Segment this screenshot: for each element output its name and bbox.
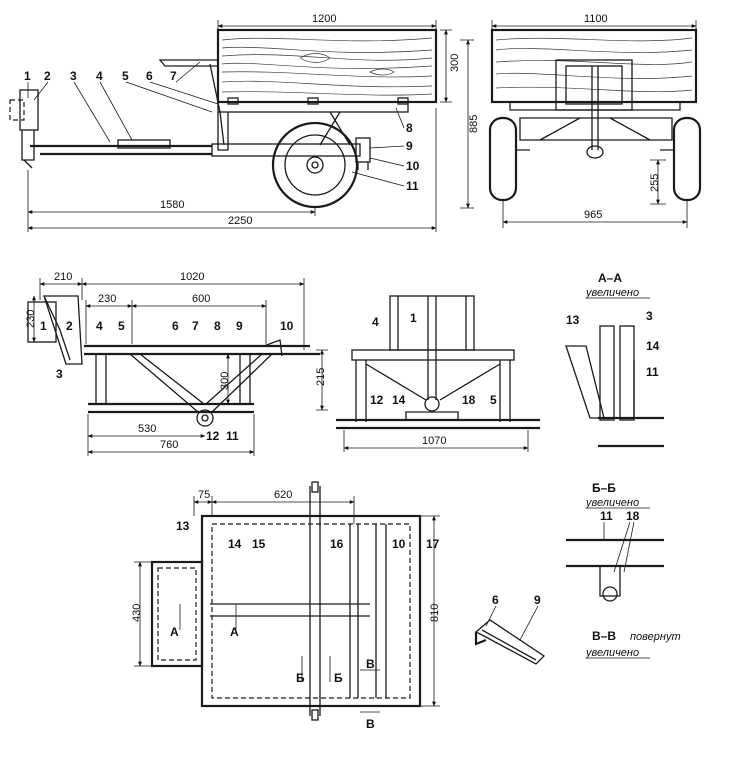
section-vv: В–В повернут увеличено [585, 629, 681, 659]
dim-plan-75: 75 [198, 489, 210, 501]
dim-plan-430: 430 [131, 604, 143, 622]
side-callout-4: 4 [96, 69, 103, 83]
dim-fs-760: 760 [160, 439, 178, 451]
plan-callout-14: 14 [228, 537, 242, 551]
dim-side-1200: 1200 [312, 13, 336, 25]
plan-view: 13 14 15 16 10 17 А А Б Б В В 75 620 430… [131, 481, 441, 731]
detail-callout-6: 6 [492, 593, 499, 607]
fs-callout-11: 11 [226, 429, 239, 443]
cut-a-left: А [170, 625, 179, 639]
dim-fs-300: 300 [219, 372, 231, 390]
cut-b-left: Б [296, 671, 305, 685]
cut-v-bottom: В [366, 717, 375, 731]
dim-fs-530: 530 [138, 423, 156, 435]
side-callout-5: 5 [122, 69, 129, 83]
dim-fs-215: 215 [315, 368, 327, 386]
dim-rear-1100: 1100 [584, 13, 608, 25]
side-callout-9: 9 [406, 139, 413, 153]
aa-callout-11: 11 [646, 365, 659, 379]
cut-a-right: А [230, 625, 239, 639]
dim-fs-600: 600 [192, 293, 210, 305]
ff-callout-1: 1 [410, 311, 417, 325]
side-view: 1 2 3 4 5 6 7 8 9 10 11 1200 300 885 158… [9, 13, 480, 232]
plan-callout-13: 13 [176, 519, 190, 533]
plan-callout-10: 10 [392, 537, 406, 551]
rear-view: 1100 255 965 [488, 13, 702, 228]
side-callout-11: 11 [406, 179, 419, 193]
ff-callout-12: 12 [370, 393, 384, 407]
plan-callout-16: 16 [330, 537, 344, 551]
frame-side-view: 1 2 3 4 5 6 7 8 9 10 12 11 210 1020 230 … [25, 271, 328, 456]
cut-v-top: В [366, 657, 375, 671]
frame-front-view: 4 1 12 14 18 5 1070 [336, 295, 540, 452]
fs-callout-8: 8 [214, 319, 221, 333]
side-callout-7: 7 [170, 69, 177, 83]
dim-side-1580: 1580 [160, 199, 184, 211]
wood-grain [221, 37, 433, 96]
side-callout-10: 10 [406, 159, 420, 173]
dim-plan-810: 810 [429, 604, 441, 622]
cut-b-right: Б [334, 671, 343, 685]
side-callout-8: 8 [406, 121, 413, 135]
dim-ff-1070: 1070 [422, 435, 446, 447]
fs-callout-10: 10 [280, 319, 294, 333]
side-callout-1: 1 [24, 69, 31, 83]
section-aa-title: А–А [598, 271, 622, 285]
detail-6-9: 6 9 [474, 593, 546, 665]
dim-fs-230b: 230 [25, 310, 37, 328]
dim-rear-255: 255 [649, 174, 661, 192]
section-vv-title: В–В [592, 629, 616, 643]
aa-callout-14: 14 [646, 339, 660, 353]
section-bb-subtitle: увеличено [585, 497, 639, 509]
dim-fs-1020: 1020 [180, 271, 204, 283]
dim-plan-620: 620 [274, 489, 292, 501]
rear-wood-grain [495, 37, 693, 93]
fs-callout-9: 9 [236, 319, 243, 333]
side-callout-2: 2 [44, 69, 51, 83]
fs-callout-2: 2 [66, 319, 73, 333]
fs-callout-1: 1 [40, 319, 47, 333]
fs-callout-3: 3 [56, 367, 63, 381]
dim-fs-230: 230 [98, 293, 116, 305]
aa-callout-13: 13 [566, 313, 580, 327]
fs-callout-5: 5 [118, 319, 125, 333]
dim-side-2250: 2250 [228, 215, 252, 227]
detail-callout-9: 9 [534, 593, 541, 607]
ff-callout-4: 4 [372, 315, 379, 329]
section-vv-subtitle: увеличено [585, 647, 639, 659]
fs-callout-12: 12 [206, 429, 220, 443]
ff-callout-5: 5 [490, 393, 497, 407]
ff-callout-14: 14 [392, 393, 406, 407]
ff-callout-18: 18 [462, 393, 476, 407]
fs-callout-6: 6 [172, 319, 179, 333]
bb-callout-18: 18 [626, 509, 640, 523]
plan-callout-15: 15 [252, 537, 266, 551]
section-bb: Б–Б увеличено 11 18 [566, 481, 664, 602]
section-vv-note: повернут [630, 631, 681, 643]
dim-side-885: 885 [468, 115, 480, 133]
section-aa: А–А увеличено 13 3 14 11 [565, 271, 664, 448]
side-callout-3: 3 [70, 69, 77, 83]
dim-fs-210: 210 [54, 271, 72, 283]
bb-callout-11: 11 [600, 509, 613, 523]
plan-callout-17: 17 [426, 537, 440, 551]
section-bb-title: Б–Б [592, 481, 616, 495]
fs-callout-4: 4 [96, 319, 103, 333]
dim-side-300: 300 [449, 54, 461, 72]
dim-rear-965: 965 [584, 209, 602, 221]
aa-callout-3: 3 [646, 309, 653, 323]
section-aa-subtitle: увеличено [585, 287, 639, 299]
fs-callout-7: 7 [192, 319, 199, 333]
side-callout-6: 6 [146, 69, 153, 83]
